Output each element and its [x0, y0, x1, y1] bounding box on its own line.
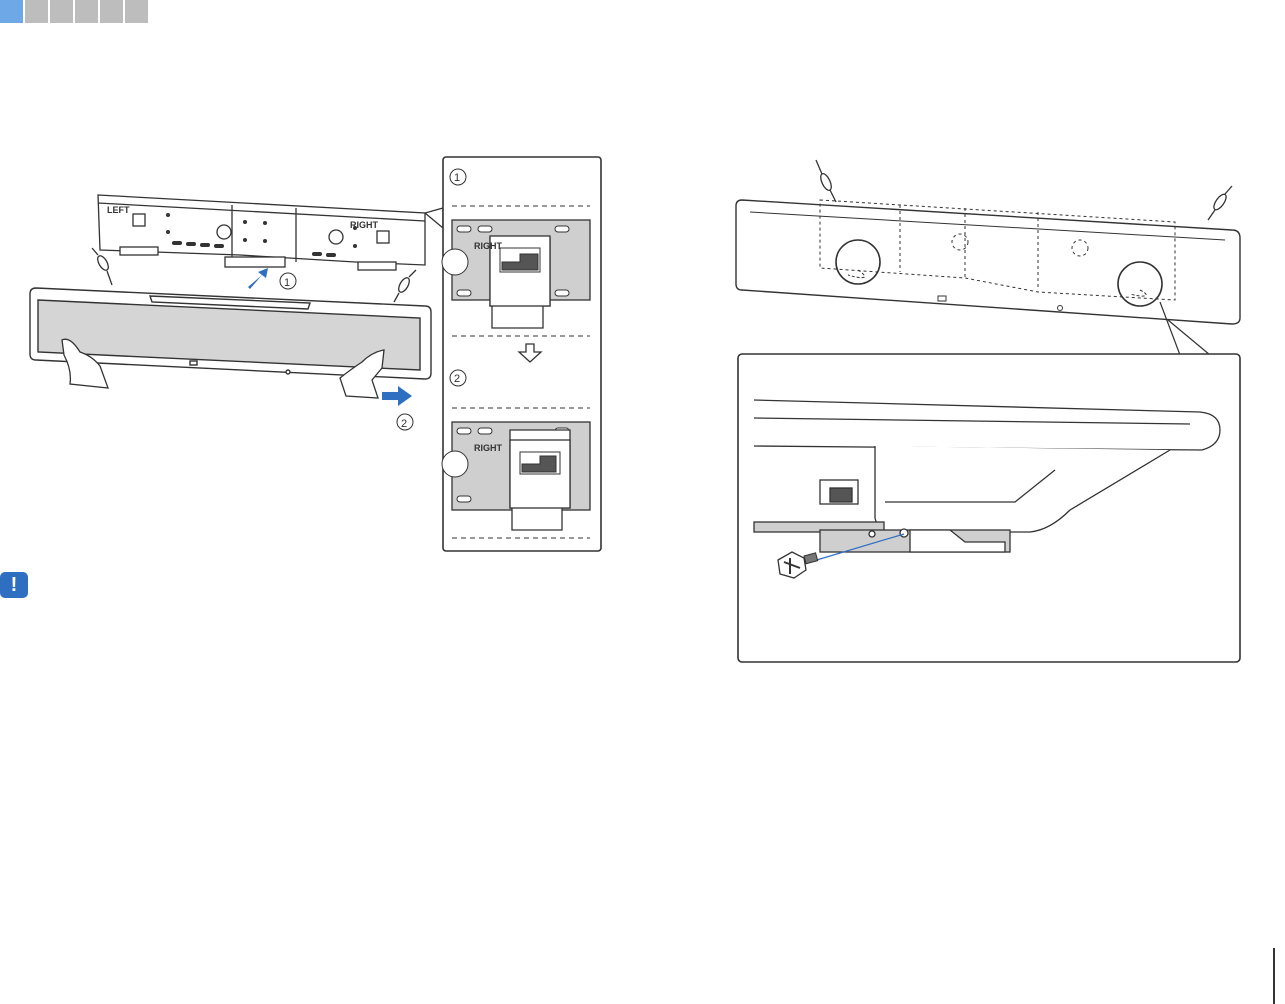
- safety-wire-left: [92, 248, 112, 285]
- inset-top-label: RIGHT: [474, 241, 503, 251]
- inset-panel: 1 ① RIGHT 2 ② RIGH: [442, 157, 601, 551]
- mounting-illustration: LEFT RIGHT ① 1 ② 2 1 ①: [0, 0, 620, 560]
- wall-bracket: [98, 195, 425, 270]
- bracket-left-label: LEFT: [107, 205, 130, 215]
- bracket-right-label: RIGHT: [350, 220, 379, 230]
- screw-fixing-illustration: [720, 150, 1280, 670]
- safety-wire-right: [394, 270, 416, 302]
- svg-text:1: 1: [284, 277, 290, 289]
- up-arrow-icon: [248, 268, 268, 289]
- right-arrow-icon: [382, 386, 412, 406]
- notice-icon: !: [0, 572, 28, 598]
- svg-text:2: 2: [401, 418, 407, 430]
- page-edge-rule: [1273, 948, 1275, 1004]
- inset-bottom-label: RIGHT: [474, 443, 503, 453]
